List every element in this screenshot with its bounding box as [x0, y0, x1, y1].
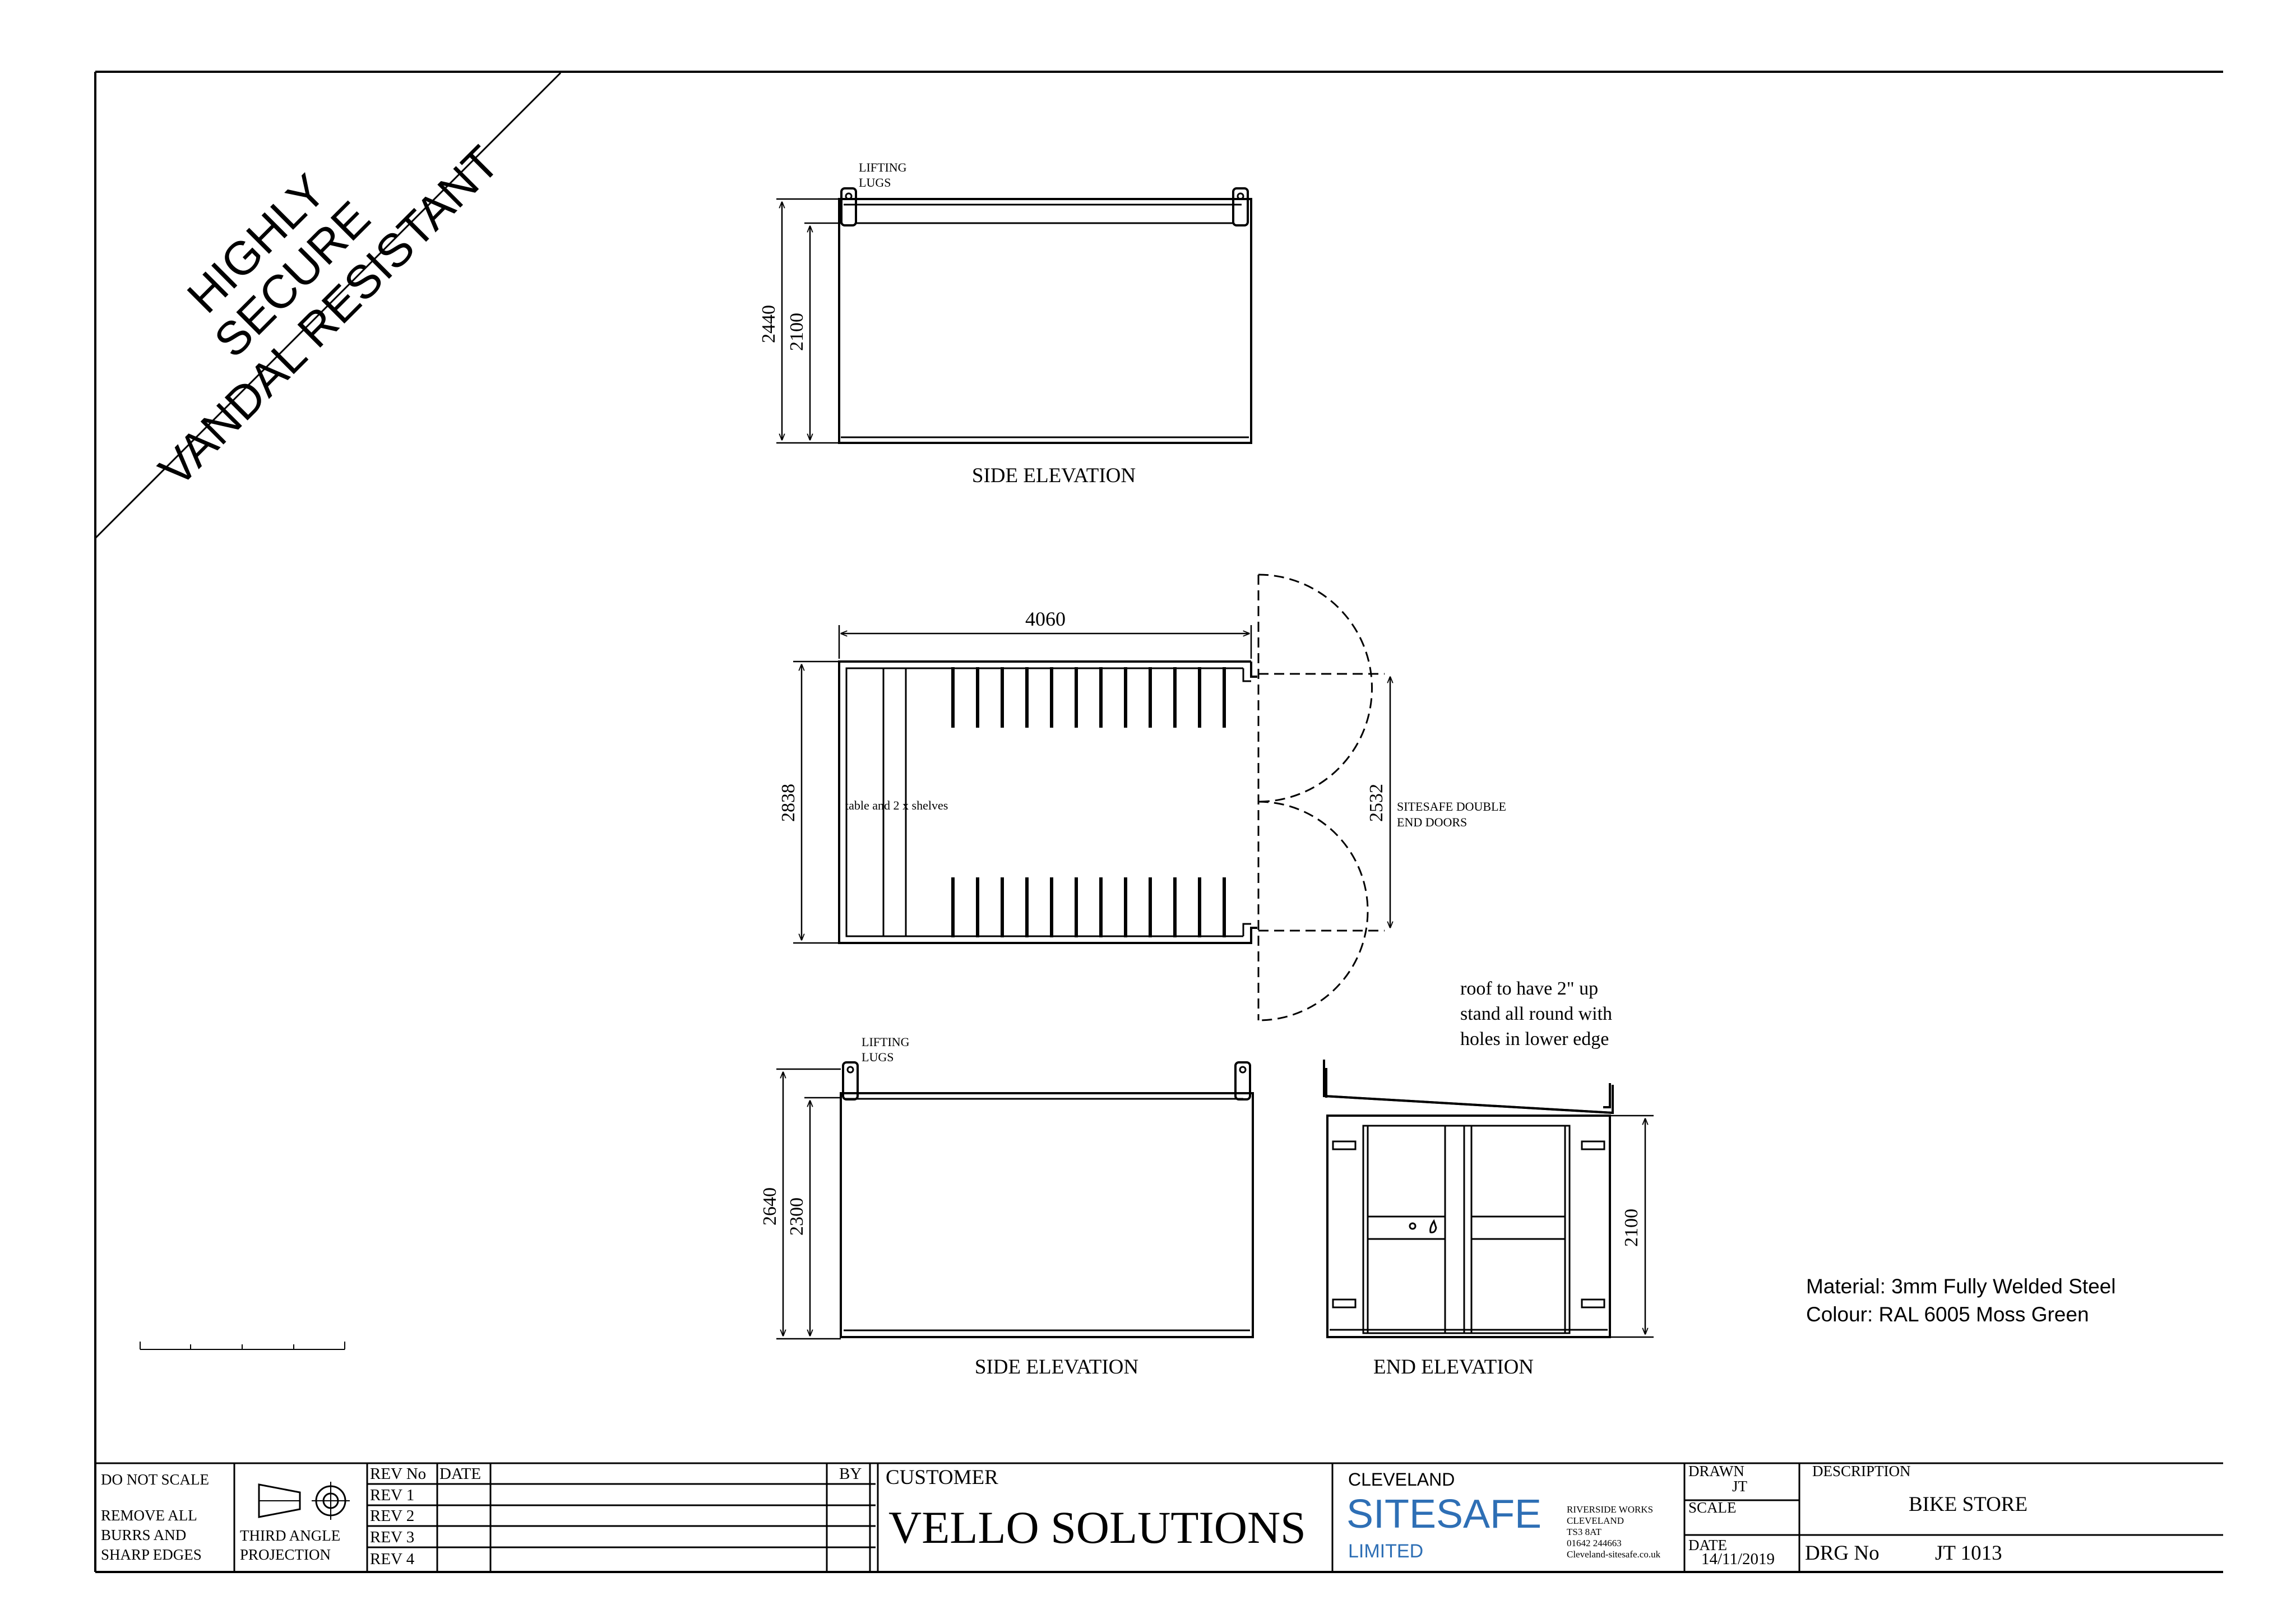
lifting-lug-right-lower — [1234, 1061, 1251, 1101]
remove-burrs-line-3: SHARP EDGES — [101, 1546, 202, 1563]
roof-note-line-2: stand all round with — [1460, 1004, 1612, 1024]
address-line-1: RIVERSIDE WORKS — [1567, 1504, 1653, 1515]
door-note-line-1: SITESAFE DOUBLE — [1397, 799, 1506, 813]
lifting-lug-right — [1232, 187, 1249, 226]
description-label: DESCRIPTION — [1812, 1463, 1911, 1479]
company-top: CLEVELAND — [1348, 1469, 1455, 1490]
door-swing-arcs — [1257, 574, 1385, 1021]
hinge-left-top — [1332, 1140, 1357, 1150]
side-elevation-bottom-label: SIDE ELEVATION — [975, 1356, 1138, 1379]
dim-top-overall-height: 2440 — [758, 305, 779, 343]
dim-end-height: 2100 — [1621, 1209, 1642, 1247]
side-bottom-dimensions — [776, 1068, 841, 1340]
hinge-right-bottom — [1581, 1298, 1605, 1308]
company-sub: LIMITED — [1348, 1541, 1423, 1562]
drg-no-label: DRG No — [1805, 1542, 1880, 1565]
side-top-dimensions — [776, 198, 841, 444]
door-note-line-2: END DOORS — [1397, 815, 1467, 829]
customer-name: VELLO SOLUTIONS — [888, 1502, 1306, 1553]
rev-row-4: REV 4 — [370, 1550, 415, 1568]
remove-burrs-line-2: BURRS AND — [101, 1527, 186, 1543]
by-header: BY — [839, 1465, 862, 1483]
rev-row-3: REV 3 — [370, 1528, 414, 1546]
end-elevation-dimensions — [1610, 1115, 1654, 1338]
end-elevation-label: END ELEVATION — [1373, 1356, 1534, 1379]
dim-bottom-inner-height: 2300 — [786, 1197, 807, 1236]
projection-line-1: THIRD ANGLE — [240, 1527, 340, 1544]
dim-bottom-overall-height: 2640 — [760, 1187, 780, 1226]
rev-no-header: REV No — [370, 1465, 426, 1483]
hinge-right-top — [1581, 1140, 1605, 1150]
side-elevation-bottom — [840, 1061, 1254, 1338]
hinge-left-bottom — [1332, 1298, 1357, 1308]
end-elevation — [1323, 1060, 1614, 1338]
third-angle-projection-icon — [258, 1482, 350, 1520]
roof-note-line-3: holes in lower edge — [1460, 1029, 1609, 1049]
bike-racks-top-row — [951, 667, 1226, 728]
dim-door-width: 2532 — [1366, 784, 1387, 822]
remove-burrs-line-1: REMOVE ALL — [101, 1507, 197, 1524]
roof-note-line-1: roof to have 2" up — [1460, 978, 1598, 999]
title-block — [95, 1462, 2223, 1572]
plan-dimensions — [793, 625, 1390, 944]
rev-row-2: REV 2 — [370, 1507, 414, 1525]
door-lock-icon — [1409, 1219, 1437, 1233]
interior-note: table and 2 x shelves — [845, 798, 948, 812]
colour-note: Colour: RAL 6005 Moss Green — [1806, 1303, 2089, 1326]
side-elevation-top — [838, 187, 1252, 444]
banner-line-3: VANDAL RESISTANT — [149, 136, 509, 496]
customer-label: CUSTOMER — [886, 1466, 998, 1489]
side-elevation-top-label: SIDE ELEVATION — [972, 464, 1136, 487]
lifting-lug-left-lower — [842, 1061, 859, 1101]
material-note: Material: 3mm Fully Welded Steel — [1806, 1275, 2116, 1298]
dim-plan-width: 2838 — [778, 784, 799, 822]
date-label: DATE — [1688, 1537, 1727, 1553]
scale-bar — [140, 1342, 345, 1350]
drawn-label: DRAWN — [1688, 1463, 1744, 1479]
lifting-lugs-label-bottom-2: LUGS — [862, 1050, 894, 1064]
drawn-value: JT — [1732, 1478, 1748, 1495]
banner-diagonal — [94, 72, 562, 539]
description-value: BIKE STORE — [1909, 1493, 2027, 1516]
address-line-5: Cleveland-sitesafe.co.uk — [1567, 1549, 1661, 1560]
dim-top-inner-height: 2100 — [786, 313, 807, 351]
date-value: 14/11/2019 — [1701, 1550, 1775, 1568]
dim-plan-length: 4060 — [1025, 608, 1066, 630]
bike-racks-bottom-row — [951, 877, 1226, 937]
projection-line-2: PROJECTION — [240, 1546, 331, 1563]
lifting-lugs-label-bottom-1: LIFTING — [862, 1035, 910, 1049]
security-banner: HIGHLY SECURE VANDAL RESISTANT — [94, 72, 562, 539]
company-brand-logo: SITESAFE — [1346, 1492, 1542, 1537]
lifting-lug-left — [840, 187, 857, 226]
lifting-lugs-label-top-2: LUGS — [859, 175, 891, 189]
scale-label: SCALE — [1688, 1499, 1737, 1516]
drg-no-value: JT 1013 — [1935, 1542, 2002, 1565]
do-not-scale: DO NOT SCALE — [101, 1471, 209, 1488]
drawing-frame — [94, 71, 2223, 1573]
address-line-2: CLEVELAND — [1567, 1515, 1624, 1526]
address-line-3: TS3 8AT — [1567, 1527, 1601, 1537]
date-header: DATE — [439, 1465, 481, 1483]
plan-view — [838, 660, 1257, 944]
address-line-4: 01642 244663 — [1567, 1538, 1622, 1548]
rev-row-1: REV 1 — [370, 1486, 414, 1504]
lifting-lugs-label-top-1: LIFTING — [859, 160, 907, 174]
